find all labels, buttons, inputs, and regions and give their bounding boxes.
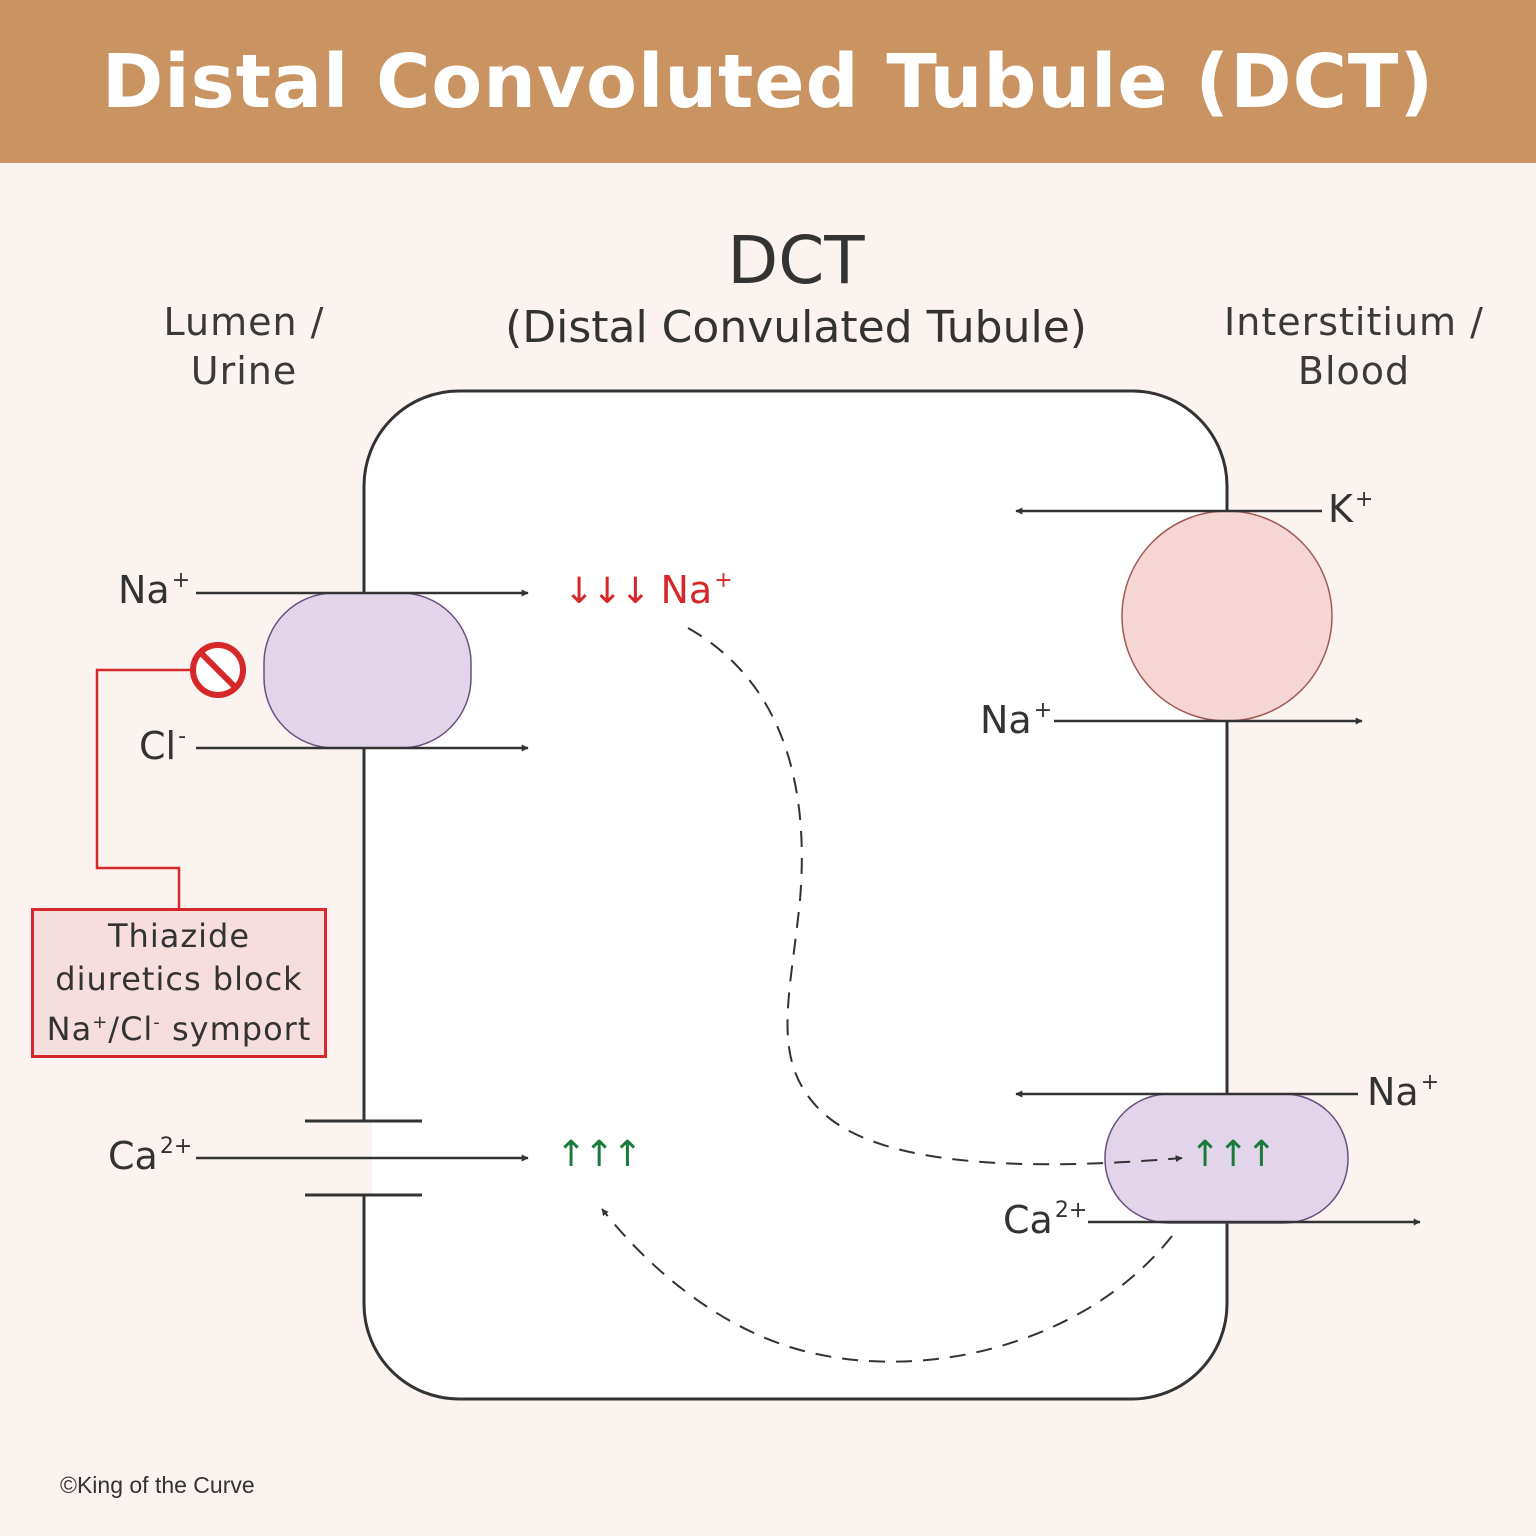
basolateral-na-exchanger-label: Na+ [1367, 1070, 1440, 1114]
basolateral-k-label: K+ [1328, 487, 1374, 531]
intracellular-na-decrease: ↓↓↓Na+ [564, 568, 733, 612]
basolateral-na-pump-label: Na+ [980, 698, 1053, 742]
ca-uptake-dashed-arrow [601, 1208, 1173, 1363]
thiazide-callout: Thiazide diuretics block Na+/Cl- symport [31, 908, 327, 1058]
copyright-footer: ©King of the Curve [60, 1472, 255, 1498]
page-title: Distal Convoluted Tubule (DCT) [101, 38, 1435, 125]
title-banner: Distal Convoluted Tubule (DCT) [0, 0, 1536, 163]
cell-abbreviation: DCT [727, 222, 865, 299]
basolateral-ca-exchanger-label: Ca2+ [1003, 1198, 1088, 1242]
lumen-cl-label: Cl- [139, 724, 187, 768]
cell-body [362, 389, 1229, 1401]
na-gradient-dashed-arrow [687, 627, 1183, 1166]
exchanger-ca-increase: ↑↑↑ [1190, 1134, 1276, 1175]
lumen-label: Lumen / Urine [163, 300, 325, 393]
prohibited-icon [190, 642, 246, 698]
lumen-na-label: Na+ [118, 568, 191, 612]
na-k-pump [1121, 510, 1333, 722]
down-arrows-icon: ↓↓↓ [564, 571, 650, 612]
inhibition-connector [95, 668, 190, 908]
cell-full-name: (Distal Convulated Tubule) [505, 302, 1087, 353]
interstitium-label: Interstitium / Blood [1224, 300, 1484, 393]
lumen-ca-label: Ca2+ [108, 1134, 193, 1178]
intracellular-ca-increase: ↑↑↑ [556, 1134, 642, 1175]
nacl-symporter [263, 592, 472, 749]
